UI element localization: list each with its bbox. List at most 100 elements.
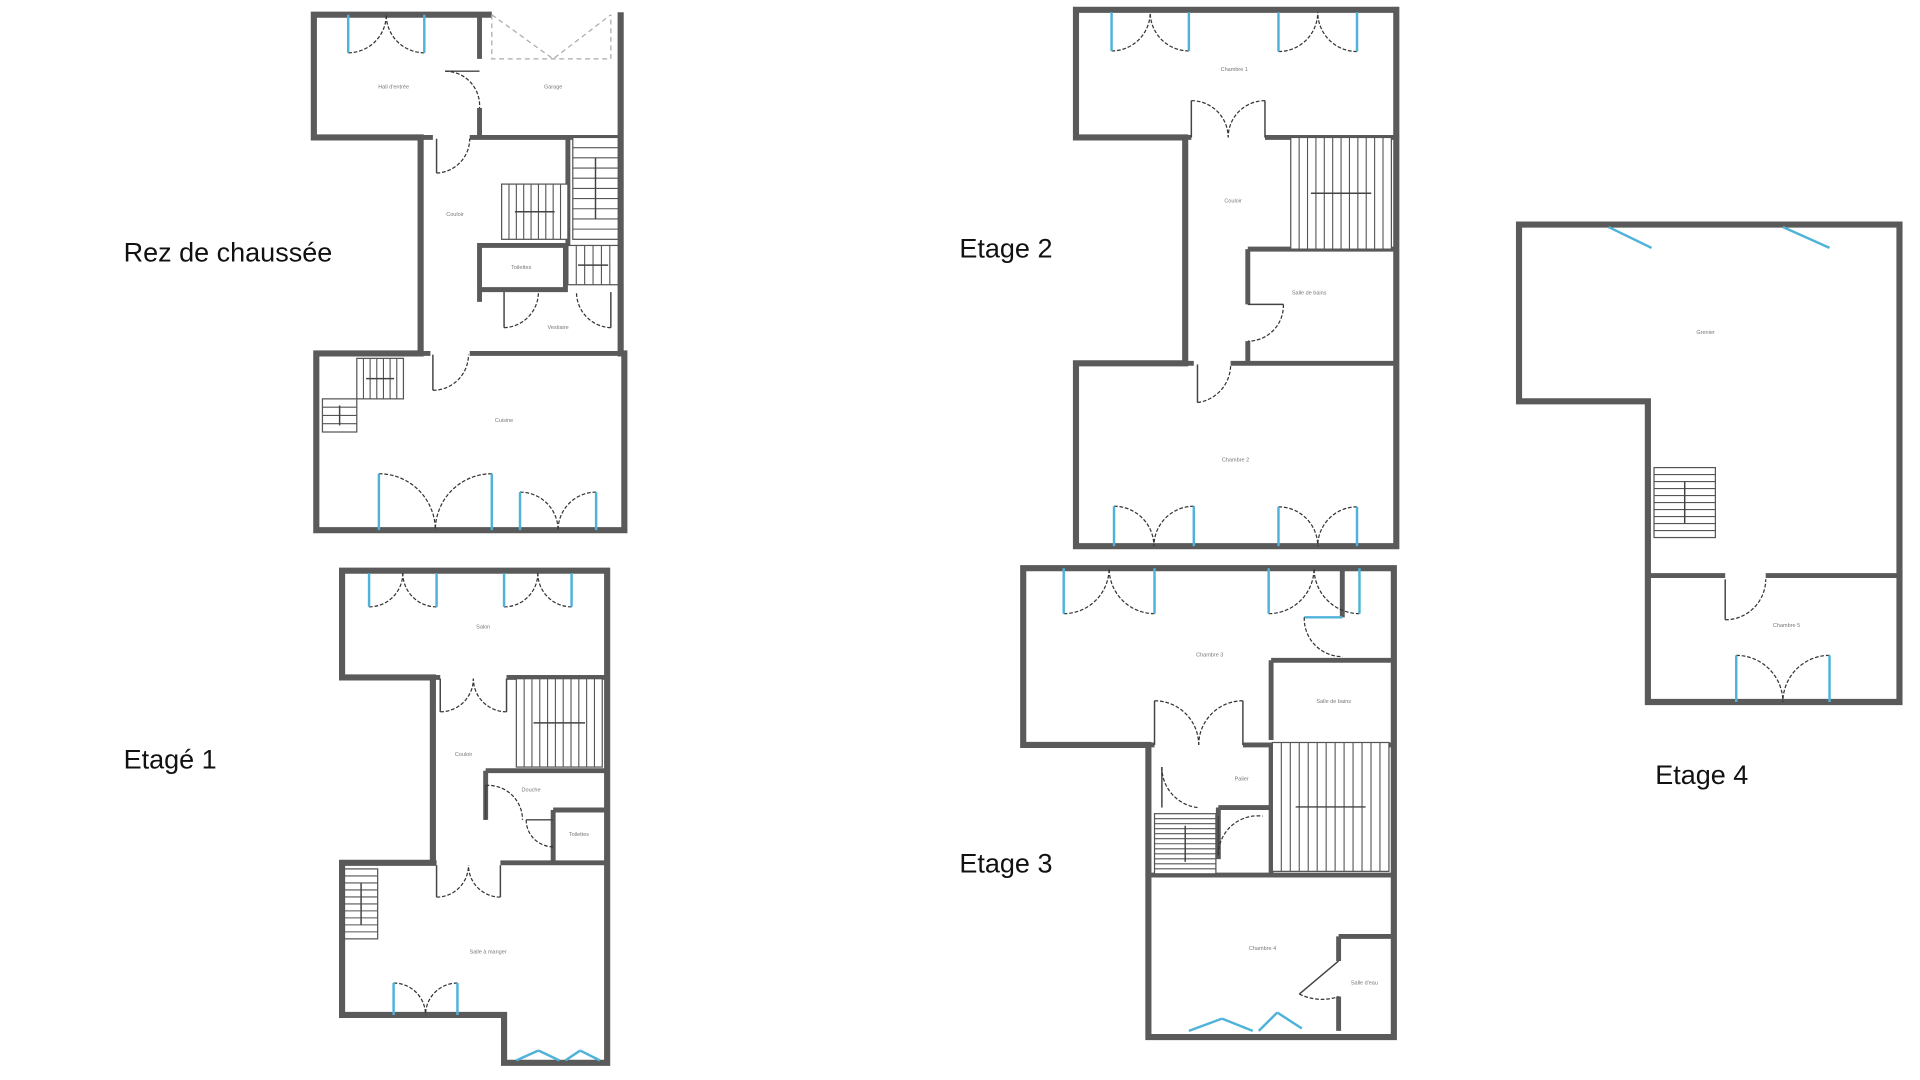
door-swing-arc: [436, 138, 471, 174]
outer-wall: [338, 567, 611, 1066]
door-swing-arc: [445, 70, 481, 109]
door-swing-arc: [378, 473, 436, 531]
door-swing-arc: [1153, 505, 1194, 547]
door-swing-arc: [436, 865, 470, 898]
double-door: [1062, 568, 1156, 615]
staircase: [1153, 813, 1217, 875]
room-label: Couloir: [446, 212, 464, 218]
room-label: Chambre 3: [1196, 653, 1223, 659]
room-label: Salle de bains: [1316, 699, 1351, 705]
door-leaf: [1153, 700, 1244, 745]
outer-wall: [310, 11, 628, 534]
door-swing-arc: [1303, 617, 1343, 658]
roof-window: [564, 1049, 581, 1062]
door-swing-arc: [504, 292, 540, 329]
door-swing-arc: [432, 354, 470, 391]
room-label: Salle à manger: [470, 950, 507, 956]
room-label: Palier: [1235, 777, 1249, 783]
double-door: [1277, 506, 1359, 547]
door-leaf: [1190, 100, 1266, 138]
door-swing-arc: [348, 14, 387, 54]
double-door: [435, 865, 502, 898]
room-label: Vestiaire: [547, 325, 568, 331]
door-swing-arc: [1197, 364, 1232, 404]
double-door: [1277, 12, 1359, 53]
staircase: [1271, 741, 1390, 872]
door-swing-arc: [504, 573, 539, 608]
room-label: Cuisine: [495, 418, 513, 424]
double-door: [1112, 505, 1196, 547]
door-swing-arc: [402, 573, 437, 608]
double-door: [1190, 100, 1266, 138]
staircase: [343, 868, 379, 940]
door-swing-arc: [1247, 304, 1285, 342]
door-swing-arc: [1782, 654, 1830, 703]
door-swing-arc: [1278, 506, 1319, 547]
door-swing-arc: [385, 14, 425, 54]
outer-wall: [1072, 6, 1400, 550]
door-swing-arc: [1108, 568, 1155, 615]
single-door: [1196, 364, 1232, 404]
double-door: [518, 491, 598, 531]
plan-etage-1: Salon Couloir Douche Toilettes Salle à m…: [338, 567, 611, 1066]
door-swing-arc: [575, 292, 611, 329]
floor-title-etage-3: Etage 3: [959, 849, 1052, 879]
window-door-leaf: [518, 492, 598, 531]
staircase: [1290, 136, 1392, 250]
roof-window: [537, 1049, 560, 1062]
single-door: [1247, 303, 1285, 342]
room-label: Chambre 1: [1221, 67, 1248, 73]
room-label: Chambre 5: [1773, 623, 1800, 629]
floor-title-rdc: Rez de chaussée: [124, 237, 333, 267]
double-door: [1735, 654, 1831, 703]
door-swing-arc: [485, 784, 524, 820]
window-door-leaf: [1112, 506, 1196, 547]
room-label: Toilettes: [511, 265, 531, 271]
door-swing-arc: [1725, 579, 1767, 621]
door-leaf: [1298, 960, 1340, 995]
window-door-leaf: [377, 473, 494, 531]
door-leaf: [439, 678, 508, 712]
single-door: [1298, 960, 1340, 1000]
floor-title-etage-4: Etage 4: [1655, 760, 1748, 790]
door-swing-arc: [393, 982, 427, 1015]
door-swing-arc: [1313, 568, 1360, 615]
door-leaf: [435, 865, 502, 898]
staircase: [515, 678, 603, 768]
door-swing-arc: [1063, 568, 1110, 615]
door-swing-arc: [424, 982, 458, 1015]
roof-window: [515, 1049, 539, 1062]
stair-outline: [501, 183, 569, 240]
door-swing-arc: [525, 819, 554, 848]
roof-window: [1221, 1017, 1254, 1033]
double-door: [1267, 568, 1361, 615]
door-swing-arc: [537, 573, 572, 608]
door-swing-arc: [1111, 12, 1151, 52]
door-swing-arc: [1114, 505, 1155, 547]
double-door: [377, 473, 494, 531]
single-door: [525, 819, 554, 848]
door-swing-arc: [1299, 993, 1339, 1000]
room-label: Hall d'entrée: [378, 84, 409, 90]
doors-layer: [346, 12, 1831, 1062]
roof-window: [1782, 225, 1831, 250]
door-swing-arc: [472, 678, 507, 713]
stairs-layer: [321, 136, 1716, 940]
window-door-leaf: [346, 14, 426, 53]
double-door: [1153, 700, 1244, 745]
roof-window: [1276, 1011, 1303, 1030]
floor-title-etage-2: Etage 2: [959, 234, 1052, 264]
double-door: [502, 573, 573, 608]
window-door-leaf: [1110, 12, 1191, 51]
single-door: [503, 292, 540, 329]
door-swing-arc: [434, 473, 492, 531]
room-label: Chambre 4: [1249, 946, 1276, 952]
floor-title-etage-1: Etagé 1: [124, 744, 217, 774]
single-door: [1217, 815, 1263, 856]
door-swing-arc: [1317, 506, 1358, 547]
room-label: Chambre 2: [1222, 457, 1249, 463]
garage-door-outline: [491, 14, 612, 60]
door-swing-arc: [557, 491, 597, 531]
room-label: Salle d'eau: [1351, 980, 1378, 986]
room-label: Salle de bains: [1292, 291, 1327, 297]
